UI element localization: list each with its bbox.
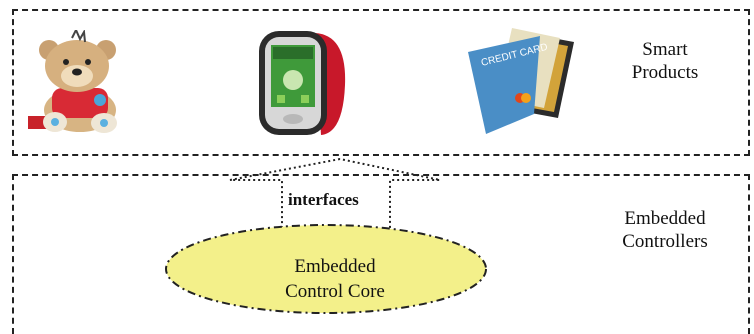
smart-products-label: Smart Products: [631, 39, 699, 83]
smart-products-layer: [12, 9, 750, 156]
control-core-label: Embedded Control Core: [285, 256, 385, 302]
credit-card-icon: CREDIT CARD: [468, 28, 574, 134]
mobile-phone-icon: [259, 31, 346, 135]
embedded-controllers-layer: [12, 174, 750, 334]
teddy-bear-icon: [28, 30, 117, 133]
embedded-controllers-label: Embedded Controllers: [622, 208, 708, 252]
control-core-ellipse: [165, 224, 487, 314]
interfaces-label: interfaces: [288, 190, 359, 209]
